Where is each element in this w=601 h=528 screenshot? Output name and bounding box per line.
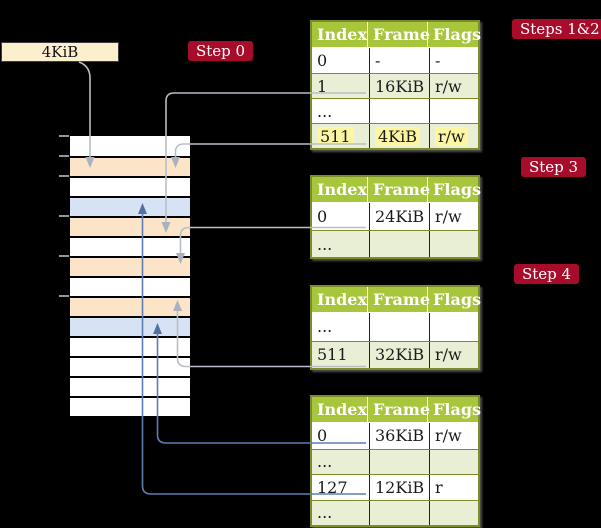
table-cell: 0 xyxy=(317,207,328,226)
table-header-cell: Frame xyxy=(367,287,430,312)
frame-size-label: 4KiB xyxy=(41,43,79,61)
frame-size-box: 4KiB xyxy=(1,42,119,62)
tick-mark xyxy=(59,155,69,157)
highlighted-value: 4KiB xyxy=(375,126,421,146)
step-4-badge: Step 4 xyxy=(514,264,580,284)
table-cell: r/w xyxy=(429,203,478,230)
table-header-cell: Flags xyxy=(427,22,481,47)
table-cell xyxy=(429,500,478,525)
table-cell: 12KiB xyxy=(369,475,429,500)
table-cell: 36KiB xyxy=(369,423,429,449)
table-header-cell: Frame xyxy=(367,177,430,202)
memory-frame-row-0 xyxy=(70,136,190,156)
step-3-badge: Step 3 xyxy=(521,157,587,177)
table-header-cell: Flags xyxy=(427,177,481,202)
table-cell: 0 xyxy=(317,51,328,70)
table-cell: ... xyxy=(317,452,333,472)
table-row: 0 -- xyxy=(312,48,478,73)
step-0-badge: Step 0 xyxy=(188,41,254,61)
memory-frame-row-2 xyxy=(70,176,190,196)
table-cell: 0 xyxy=(317,426,328,446)
table-cell xyxy=(429,99,478,123)
table-cell xyxy=(429,449,478,474)
table-cell xyxy=(429,231,478,257)
tick-mark xyxy=(59,135,69,137)
memory-frame-row-4 xyxy=(70,216,190,236)
steps-1-2-badge: Steps 1&2 xyxy=(512,19,601,39)
table-header-cell: Index xyxy=(317,400,368,419)
tick-mark xyxy=(59,215,69,217)
table-cell: r/w xyxy=(429,124,478,148)
table-cell: ... xyxy=(317,101,333,121)
table-cell: ... xyxy=(317,503,333,523)
memory-frame-row-5 xyxy=(70,236,190,256)
table-header-cell: Flags xyxy=(427,397,481,422)
highlighted-value: 511 xyxy=(317,126,354,146)
table-cell: r/w xyxy=(429,341,478,368)
table-header-cell: Index xyxy=(317,290,368,309)
table-row: ... xyxy=(312,98,478,123)
table-header-cell: Frame xyxy=(367,22,430,47)
table-cell: 511 xyxy=(317,345,348,365)
table-cell: 4KiB xyxy=(369,124,429,148)
table-cell: r/w xyxy=(429,74,478,98)
table-header-cell: Index xyxy=(317,25,368,44)
memory-frame-row-13 xyxy=(70,396,190,416)
table-cell: ... xyxy=(317,317,333,337)
table-cell: r/w xyxy=(429,423,478,449)
table-cell xyxy=(369,99,429,123)
table-cell: 511 xyxy=(312,124,369,148)
table-header-cell: Frame xyxy=(367,397,430,422)
highlighted-value: r/w xyxy=(435,126,468,146)
table-cell xyxy=(369,231,429,257)
memory-frame-row-9 xyxy=(70,316,190,336)
memory-frame-row-6 xyxy=(70,256,190,276)
table-cell: 16KiB xyxy=(369,74,429,98)
table-cell xyxy=(369,313,429,341)
memory-frame-row-7 xyxy=(70,276,190,296)
table-cell: - xyxy=(369,48,429,73)
memory-frame-row-11 xyxy=(70,356,190,376)
table-cell xyxy=(369,500,429,525)
table-row: ... xyxy=(312,230,478,257)
memory-frame-row-3 xyxy=(70,196,190,216)
table-row: ... xyxy=(312,448,478,474)
memory-frame-row-8 xyxy=(70,296,190,316)
table-row: ... xyxy=(312,313,478,341)
tick-mark xyxy=(59,255,69,257)
table-row: 511 4KiB r/w xyxy=(312,123,478,148)
tick-mark xyxy=(59,175,69,177)
table-cell xyxy=(429,313,478,341)
physical-memory-stack xyxy=(59,135,190,416)
table-cell: 127 xyxy=(317,477,348,497)
table-cell: ... xyxy=(317,234,333,254)
memory-frame-row-10 xyxy=(70,336,190,356)
table-cell xyxy=(369,449,429,474)
table-header-cell: Index xyxy=(317,180,368,199)
memory-frame-row-12 xyxy=(70,376,190,396)
table-header-cell: Flags xyxy=(427,287,481,312)
table-cell: 1 xyxy=(317,76,328,96)
tick-mark xyxy=(59,295,69,297)
table-row: ... xyxy=(312,499,478,525)
table-cell: - xyxy=(429,48,478,73)
table-cell: 32KiB xyxy=(369,341,429,368)
table-cell: r xyxy=(429,475,478,500)
table-cell: 24KiB xyxy=(369,203,429,230)
memory-frame-row-1 xyxy=(70,156,190,176)
